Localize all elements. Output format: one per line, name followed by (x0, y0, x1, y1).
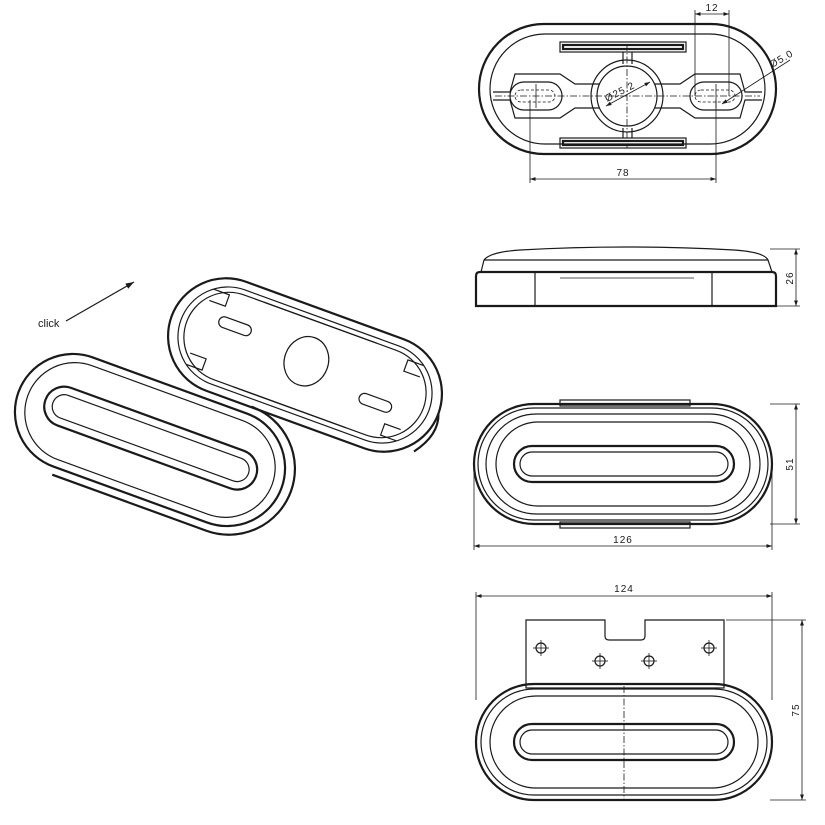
top-rib-inner (561, 43, 685, 51)
dim-diam5-text: Ø5.0 (768, 48, 796, 70)
click-label: click (38, 318, 60, 330)
click-arrow (65, 281, 135, 322)
dim-12-text: 12 (705, 3, 718, 14)
iso-lamp-bezel (24, 362, 276, 518)
web-right-top (655, 73, 762, 93)
bracket-view: 124 75 (474, 584, 806, 802)
iso-housing-inner-2 (183, 291, 427, 439)
front-view-bezel (485, 413, 761, 515)
front-view-bezel-inner (495, 421, 751, 507)
side-view-lens (480, 246, 773, 273)
dim-diam25-line (605, 81, 651, 107)
iso-housing-outline (166, 277, 444, 453)
web-right-bottom (655, 99, 762, 119)
front-view-light-strip (512, 444, 736, 484)
iso-clip-br (379, 423, 401, 442)
iso-center-hole (283, 335, 330, 387)
dim-51-text: 51 (785, 457, 796, 470)
dim-26-text: 26 (785, 271, 796, 284)
iso-lamp-strip-inner (51, 394, 250, 483)
iso-lamp-outline (13, 352, 287, 528)
iso-lamp-depth (51, 405, 297, 536)
dim-78-text: 78 (616, 168, 629, 179)
iso-clip-tr (403, 359, 425, 378)
bracket-plate (525, 619, 725, 689)
iso-rib-top (263, 301, 377, 344)
web-left-bottom (493, 99, 600, 119)
dim-124-text: 124 (614, 584, 634, 595)
iso-back-housing (166, 277, 444, 453)
front-view-bottom-tab (559, 521, 691, 529)
isometric-view: click (13, 277, 444, 536)
top-rib (559, 41, 687, 53)
iso-housing-inner (177, 286, 433, 444)
dim-diam25-text: Ø25.2 (603, 80, 637, 104)
bracket-hole-1 (533, 640, 549, 656)
iso-housing-depth (413, 413, 440, 453)
bracket-hole-2 (592, 653, 608, 669)
front-view-light-strip-inner (519, 451, 729, 477)
dim-126-text: 126 (613, 535, 633, 546)
bracket-hole-3 (641, 653, 657, 669)
iso-rib-bottom (233, 386, 347, 429)
iso-front-lamp (13, 352, 297, 536)
iso-clip-bl (185, 352, 207, 371)
dim-diam5-leader (721, 59, 791, 105)
bracket-hole-4 (701, 640, 717, 656)
iso-slot-right (358, 392, 393, 413)
front-view: 51 126 (472, 399, 800, 550)
iso-slot-left (218, 316, 252, 337)
iso-clip-tl (209, 288, 231, 307)
top-view-outline (477, 22, 778, 156)
iso-lamp-strip (43, 385, 259, 491)
top-view: 12 Ø5.0 Ø25.2 78 (477, 3, 796, 183)
iso-lamp-top-edge (113, 364, 227, 407)
side-view-base (474, 270, 778, 308)
side-view: 26 (474, 246, 800, 308)
bottom-rib (559, 137, 687, 149)
front-view-outline-2 (477, 407, 769, 521)
front-view-top-tab (559, 399, 691, 407)
web-left-top (493, 73, 600, 93)
dim-75-text: 75 (791, 703, 802, 716)
bottom-rib-inner (561, 139, 685, 147)
